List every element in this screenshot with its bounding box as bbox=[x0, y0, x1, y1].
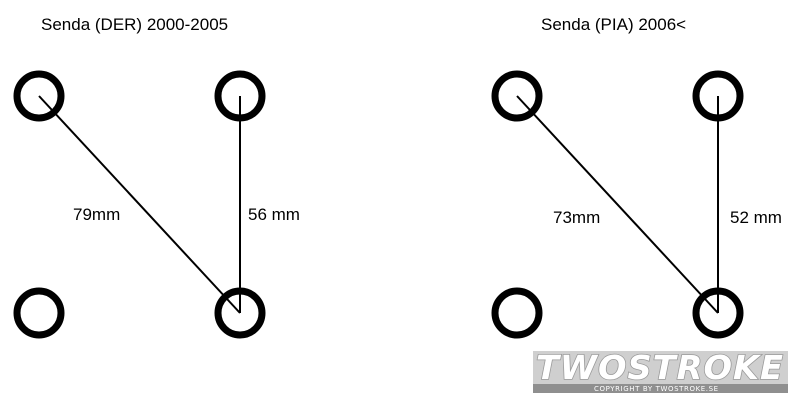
vertical-label-der: 56 mm bbox=[248, 205, 300, 224]
diagram-title-pia: Senda (PIA) 2006< bbox=[541, 15, 686, 34]
diagonal-line-der bbox=[38, 95, 241, 314]
hole-top-left-der bbox=[13, 70, 65, 122]
diagram-der: Senda (DER) 2000-2005 79mm 56 mm bbox=[13, 15, 300, 339]
watermark-bar bbox=[533, 384, 788, 393]
vertical-label-pia: 52 mm bbox=[730, 208, 782, 227]
hole-top-left-pia bbox=[491, 70, 543, 122]
twostroke-watermark: TWOSTROKE COPYRIGHT BY TWOSTROKE.SE bbox=[533, 347, 788, 393]
watermark-backplate bbox=[533, 351, 788, 384]
hole-bottom-left-pia bbox=[491, 287, 543, 339]
watermark-logo-text: TWOSTROKE bbox=[536, 348, 784, 387]
diagonal-label-der: 79mm bbox=[73, 205, 120, 224]
diagonal-line-pia bbox=[516, 95, 719, 314]
diagonal-label-pia: 73mm bbox=[553, 208, 600, 227]
diagram-pia: Senda (PIA) 2006< 73mm 52 mm bbox=[491, 15, 782, 339]
watermark-copyright: COPYRIGHT BY TWOSTROKE.SE bbox=[594, 385, 719, 393]
diagram-title-der: Senda (DER) 2000-2005 bbox=[41, 15, 228, 34]
hole-bottom-left-der bbox=[13, 287, 65, 339]
